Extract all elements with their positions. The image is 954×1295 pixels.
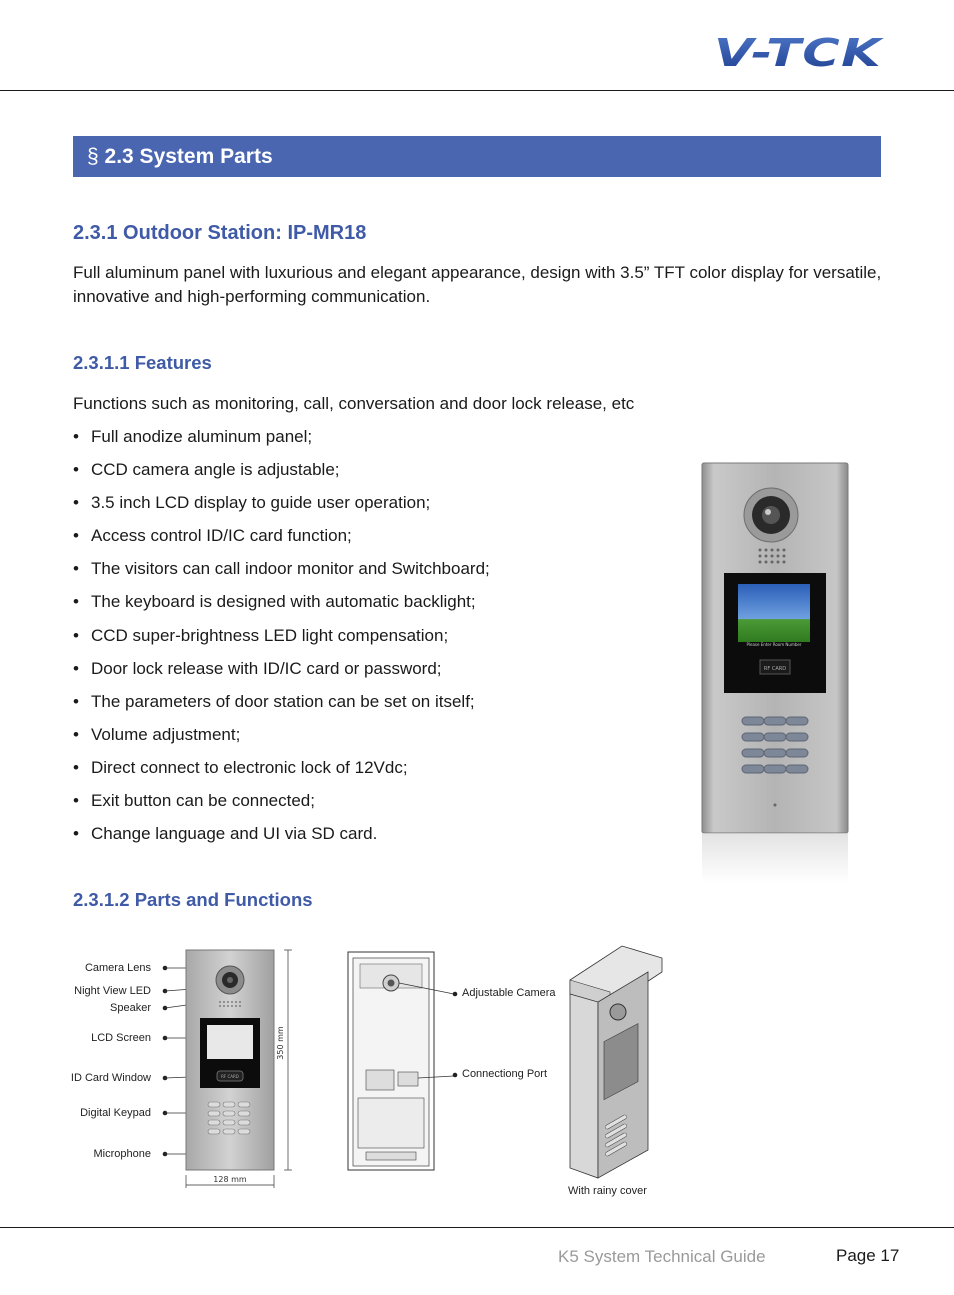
page-number: Page 17 <box>836 1246 900 1265</box>
list-item: •Direct connect to electronic lock of 12… <box>73 758 408 777</box>
list-item: •CCD super-brightness LED light compensa… <box>73 626 449 645</box>
list-item: •3.5 inch LCD display to guide user oper… <box>73 493 431 512</box>
card-window-label: RF CARD <box>764 666 786 672</box>
label-id-card-window: ID Card Window <box>70 1072 151 1084</box>
section-title-bar: § 2.3 System Parts <box>73 136 881 177</box>
list-item: •Exit button can be connected; <box>73 791 315 810</box>
header-divider <box>0 90 954 91</box>
footer-divider <box>0 1227 954 1228</box>
label-connecting-port: Connectiong Port <box>462 1068 547 1080</box>
label-microphone: Microphone <box>93 1148 151 1160</box>
list-item: •Change language and UI via SD card. <box>73 824 378 843</box>
section-title: 2.3 System Parts <box>104 145 273 168</box>
list-item: •Full anodize aluminum panel; <box>73 427 313 446</box>
features-intro: Functions such as monitoring, call, conv… <box>73 394 635 413</box>
list-item: •Volume adjustment; <box>73 725 241 744</box>
list-item: •Access control ID/IC card function; <box>73 526 352 545</box>
label-speaker: Speaker <box>110 1002 151 1014</box>
section-symbol: § <box>87 145 99 168</box>
subsection-intro: Full aluminum panel with luxurious and e… <box>73 263 882 306</box>
subsection-title: 2.3.1 Outdoor Station: IP-MR18 <box>73 222 367 244</box>
rainy-cover-diagram <box>569 945 663 1179</box>
back-panel-diagram <box>347 951 458 1171</box>
label-lcd-screen: LCD Screen <box>91 1032 151 1044</box>
features-title: 2.3.1.1 Features <box>73 352 212 373</box>
height-dimension: 350 mm <box>276 1026 285 1060</box>
list-item: •The keyboard is designed with automatic… <box>73 592 476 611</box>
list-item: •Door lock release with ID/IC card or pa… <box>73 659 442 678</box>
list-item: •CCD camera angle is adjustable; <box>73 460 340 479</box>
front-card-label: RF CARD <box>221 1074 239 1079</box>
parts-title: 2.3.1.2 Parts and Functions <box>73 889 313 910</box>
door-station-photo: Please Enter Room Number RF CARD <box>701 462 849 883</box>
label-rainy-cover: With rainy cover <box>568 1185 647 1197</box>
v-tck-logo: V-TCK <box>714 32 884 74</box>
logo-text: V-TCK <box>714 32 884 74</box>
label-adjustable-camera: Adjustable Camera <box>462 987 556 999</box>
label-camera-lens: Camera Lens <box>84 962 151 974</box>
width-dimension: 128 mm <box>213 1175 247 1184</box>
list-item: •The visitors can call indoor monitor an… <box>73 559 490 578</box>
footer-guide-title: K5 System Technical Guide <box>558 1247 766 1266</box>
list-item: •The parameters of door station can be s… <box>73 692 475 711</box>
screen-prompt: Please Enter Room Number <box>747 642 802 647</box>
label-digital-keypad: Digital Keypad <box>80 1107 151 1119</box>
front-panel-diagram: RF CARD 350 mm 128 mm <box>162 949 292 1188</box>
label-night-view-led: Night View LED <box>74 985 151 997</box>
